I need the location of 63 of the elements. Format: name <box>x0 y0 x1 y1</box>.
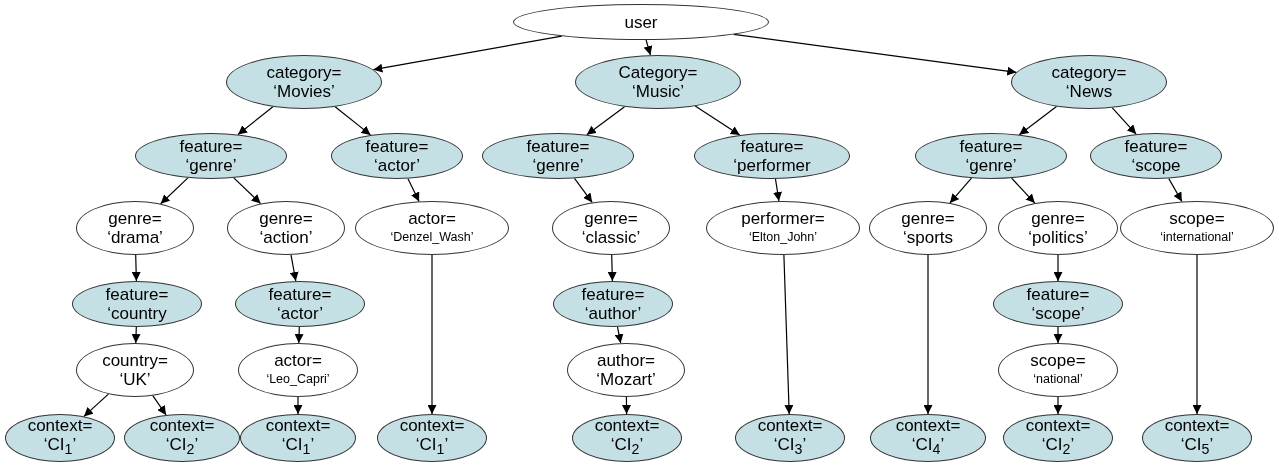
node-label: category= ‘News <box>1051 63 1127 101</box>
arrow <box>1192 254 1202 415</box>
arrow <box>372 35 563 73</box>
arrow <box>1053 254 1063 282</box>
node-label: feature= ‘performer <box>733 137 811 175</box>
node-label: feature= ‘genre’ <box>526 137 590 175</box>
arrow <box>614 326 624 344</box>
arrow <box>1111 107 1137 135</box>
node-label: Category= ‘Music’ <box>618 63 698 101</box>
node-label: context= ‘CI$_{1}$’ <box>27 416 93 460</box>
arrow <box>643 39 653 56</box>
node-label: user <box>624 12 658 32</box>
node-label: feature= ‘genre’ <box>959 137 1023 175</box>
node-label: feature= ‘actor’ <box>365 137 429 175</box>
node-label: feature= ‘country <box>105 285 169 323</box>
arrow <box>773 178 782 202</box>
node-label: context= ‘CI$_{2}$’ <box>149 416 215 460</box>
node-label: context= ‘CI$_{4}$’ <box>895 416 961 460</box>
node-label: context= ‘CI$_{5}$’ <box>1164 416 1230 460</box>
arrow <box>152 395 167 416</box>
node-label: scope= ‘national’ <box>1030 351 1086 388</box>
node-label: actor= ‘Denzel_Wash’ <box>390 209 474 246</box>
node-label: context= ‘CI$_{1}$’ <box>399 416 465 460</box>
node-label: actor= ‘Leo_Capri’ <box>266 351 330 388</box>
node-label: author= ‘Mozart’ <box>596 351 656 389</box>
node-label: performer= ‘Elton_John’ <box>741 209 825 246</box>
node-label: feature= ‘actor’ <box>268 285 332 323</box>
node-label: genre= ‘drama’ <box>107 209 163 247</box>
arrow <box>622 396 631 415</box>
tree-node-ellipse <box>226 55 382 109</box>
arrow <box>733 33 1017 76</box>
arrow <box>573 177 593 203</box>
node-label: context= ‘CI$_{1}$’ <box>265 416 331 460</box>
arrow <box>427 254 437 415</box>
node-label: genre= ‘politics’ <box>1028 209 1088 247</box>
arrow <box>1053 326 1063 344</box>
arrow <box>233 177 262 205</box>
node-label: country= ‘UK’ <box>102 351 168 389</box>
node-label: feature= ‘author’ <box>581 285 645 323</box>
arrow <box>1168 178 1183 203</box>
arrow <box>607 254 617 282</box>
node-label: context= ‘CI$_{2}$’ <box>594 416 660 460</box>
node-label: genre= ‘sports <box>901 209 955 247</box>
node-label: context= ‘CI$_{2}$’ <box>1025 416 1091 460</box>
node-label: category= ‘Movies’ <box>266 63 342 101</box>
arrow <box>83 393 109 417</box>
arrow <box>783 254 794 415</box>
arrow <box>293 396 303 415</box>
arrow <box>160 177 189 205</box>
node-label: context= ‘CI$_{3}$’ <box>757 416 823 460</box>
arrow <box>289 254 299 282</box>
arrow <box>131 254 141 282</box>
node-label: feature= ‘genre’ <box>179 137 243 175</box>
arrow <box>131 326 141 344</box>
arrow <box>923 254 933 415</box>
node-label: feature= ‘scope <box>1124 137 1188 175</box>
node-label: feature= ‘scope’ <box>1026 285 1090 323</box>
node-label: genre= ‘action’ <box>259 209 313 247</box>
node-label: scope= ‘international’ <box>1160 209 1234 246</box>
node-label: genre= ‘classic’ <box>581 209 641 247</box>
arrow <box>407 178 420 202</box>
arrow <box>1053 396 1063 415</box>
arrow <box>294 326 304 344</box>
